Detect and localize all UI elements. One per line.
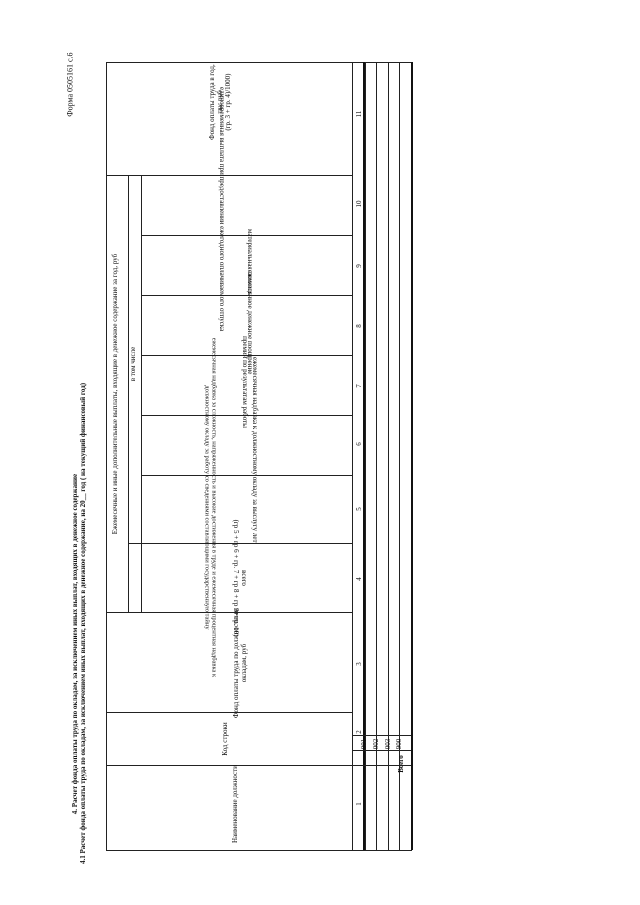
col5-header: ежемесячная надбавка за сложность, напря… [203, 337, 218, 678]
col-num-5: 5 [354, 507, 363, 511]
form-id: Форма 0505161 с.6 [65, 52, 75, 117]
col-num-10: 10 [354, 200, 363, 208]
row-code-002: 002 [371, 738, 380, 750]
including-label: в том числе [128, 346, 137, 382]
col7-header: премии по результатам работы [241, 336, 250, 428]
col-num-6: 6 [354, 442, 363, 446]
total-row-label: Всего [396, 755, 405, 773]
monthly-payments-header: Ежемесячные и иные дополнительные выплат… [110, 253, 119, 535]
row-code-003: 003 [383, 738, 392, 750]
col10-header: единовременная выплата при предоставлени… [218, 87, 227, 332]
col-num-4: 4 [354, 577, 363, 581]
row-code-001: 001 [359, 738, 368, 750]
col-num-1: 1 [354, 802, 363, 806]
row-code-header: Код строки [220, 722, 229, 756]
col-num-8: 8 [354, 324, 363, 328]
salary-fund-header: Фонд оплаты труда по должностным окладам… [231, 608, 248, 719]
col-num-7: 7 [354, 384, 363, 388]
col6-header: ежемесячная надбавка к должностному окла… [251, 357, 260, 543]
col-num-9: 9 [354, 264, 363, 268]
col-num-3: 3 [354, 662, 363, 666]
col-num-11: 11 [354, 110, 363, 118]
position-name-header: Наименование должности [230, 765, 239, 844]
subsection-title: 4.1 Расчет фонда оплаты труда по окладам… [78, 382, 87, 865]
section-title: 4. Расчет фонда оплаты труда по окладам,… [70, 473, 79, 815]
